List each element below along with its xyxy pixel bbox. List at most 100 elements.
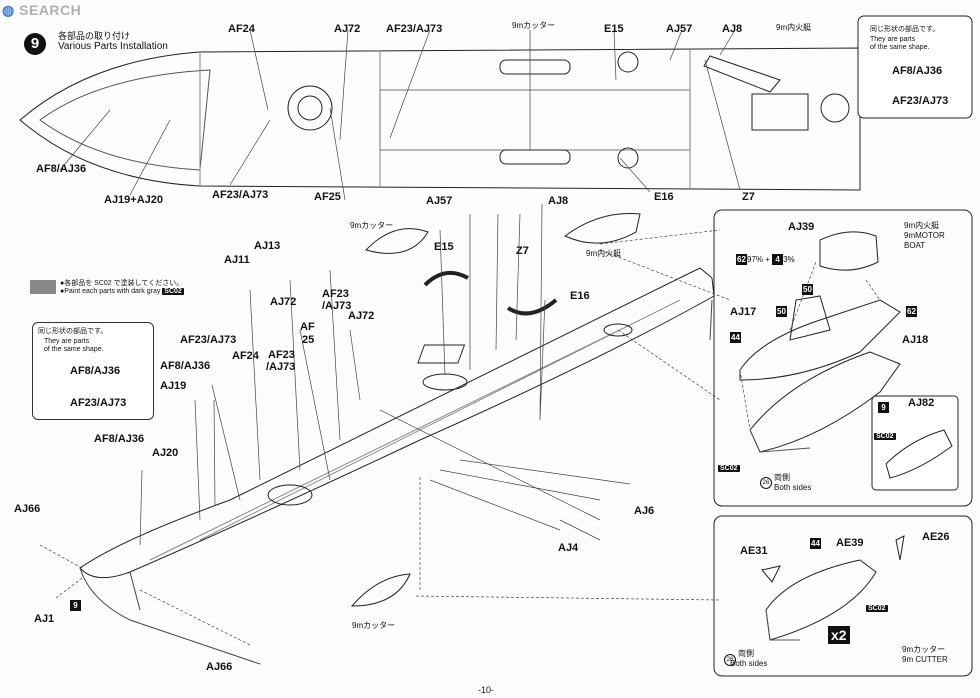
- page-number: -10-: [478, 685, 495, 695]
- cutter-26: 26: [724, 654, 736, 666]
- step-number-badge: 9: [24, 33, 46, 55]
- label-e16: E16: [570, 290, 590, 302]
- label-aj66-b: AJ66: [206, 661, 233, 673]
- same-shape-item-2: AF23/AJ73: [892, 95, 949, 107]
- boat-name-en1: 9mMOTOR: [904, 231, 945, 240]
- paint-note-jp: ●各部品を SC02 で塗装してください。: [60, 280, 184, 287]
- cutter-sc02: SC02: [866, 605, 888, 612]
- boat-9: 9: [878, 402, 889, 413]
- same-shape-en1: They are parts: [870, 36, 916, 43]
- boat-both-jp: 両側: [774, 473, 790, 482]
- label-boat-top: 9m内火艇: [776, 23, 812, 32]
- mix-b: 4: [772, 254, 784, 265]
- cutter-name-en: 9m CUTTER: [902, 655, 948, 664]
- dark-gray-swatch: [30, 280, 56, 294]
- left-same-en2: of the same shape.: [44, 346, 104, 353]
- label-af8aj36: AF8/AJ36: [94, 433, 145, 445]
- label-aj82: AJ82: [908, 397, 935, 409]
- label-af8aj36-left: AF8/AJ36: [160, 360, 211, 372]
- label-aj6: AJ6: [634, 505, 655, 517]
- left-same-jp: 同じ形状の部品です。: [38, 328, 108, 335]
- label-ae39: AE39: [836, 537, 864, 549]
- label-af25-top: AF25: [314, 191, 341, 203]
- paint-note-code: SC02: [162, 288, 184, 295]
- same-shape-item-1: AF8/AJ36: [892, 65, 943, 77]
- label-aj72-top: AJ72: [334, 23, 361, 35]
- label-62: 62: [906, 306, 917, 317]
- label-e15: E15: [434, 241, 454, 253]
- label-ae26: AE26: [922, 531, 950, 543]
- label-aj1: AJ1: [34, 613, 55, 625]
- cutter-44: 44: [810, 538, 821, 549]
- label-af24-top: AF24: [228, 23, 255, 35]
- label-af24: AF24: [232, 350, 259, 362]
- left-same-shape-box: [32, 322, 154, 420]
- label-af8aj36-top: AF8/AJ36: [36, 163, 87, 175]
- step-title-en: Various Parts Installation: [58, 41, 168, 52]
- left-same-en1: They are parts: [44, 338, 90, 345]
- label-9: 9: [70, 600, 81, 611]
- label-aj19aj20-top: AJ19+AJ20: [104, 194, 164, 206]
- label-aj20: AJ20: [152, 447, 179, 459]
- label-50a: 50: [776, 306, 787, 317]
- label-af23aj73-top-b: AF23/AJ73: [212, 189, 269, 201]
- boat-sc02: SC02: [718, 465, 740, 472]
- label-aj13: AJ13: [254, 240, 281, 252]
- label-ae31: AE31: [740, 545, 768, 557]
- magnifier-icon: ◍: [2, 2, 15, 18]
- label-aj17: AJ17: [730, 306, 757, 318]
- label-af23aj73-left: AF23/AJ73: [180, 334, 237, 346]
- step-title-jp: 各部品の取り付け: [58, 31, 131, 41]
- label-af23aj73-top: AF23/AJ73: [386, 23, 443, 35]
- label-aj57: AJ57: [426, 195, 453, 207]
- boat-sc02-b: SC02: [874, 433, 896, 440]
- label-e15-top: E15: [604, 23, 624, 35]
- label-cutter: 9mカッター: [350, 221, 394, 230]
- cutter-both-en: Both sides: [730, 659, 768, 668]
- watermark: ◍ SEARCH: [2, 2, 81, 19]
- label-aj73: /AJ73: [322, 300, 352, 312]
- label-aj11: AJ11: [224, 254, 250, 266]
- label-aj72: AJ72: [270, 296, 297, 308]
- label-44: 44: [730, 332, 741, 343]
- label-z7: Z7: [516, 245, 529, 257]
- label-aj19: AJ19: [160, 380, 187, 392]
- label-25: 25: [302, 334, 315, 346]
- cutter-x2: x2: [828, 626, 850, 644]
- label-aj18: AJ18: [902, 334, 929, 346]
- label-aj72-b: AJ72: [348, 310, 375, 322]
- label-z7-top: Z7: [742, 191, 755, 203]
- label-aj66: AJ66: [14, 503, 41, 515]
- same-shape-jp: 同じ形状の部品です。: [870, 26, 940, 33]
- left-same-item-2: AF23/AJ73: [70, 397, 127, 409]
- boat-both-en: Both sides: [774, 483, 812, 492]
- mix-text: 97% +: [747, 255, 773, 264]
- label-aj4: AJ4: [558, 542, 579, 554]
- label-af23-b: AF23: [268, 349, 295, 361]
- mix-text2: 3%: [783, 255, 795, 264]
- label-af23: AF23: [322, 288, 349, 300]
- boat-26: 26: [760, 477, 772, 489]
- hull-outline: [79, 267, 715, 579]
- label-af: AF: [300, 321, 315, 333]
- left-same-item-1: AF8/AJ36: [70, 365, 121, 377]
- label-aj57-top: AJ57: [666, 23, 693, 35]
- label-aj73-b: /AJ73: [266, 361, 296, 373]
- label-aj8: AJ8: [548, 195, 569, 207]
- cutter-name-jp: 9mカッター: [902, 645, 946, 654]
- label-aj8-top: AJ8: [722, 23, 743, 35]
- cutter-both-jp: 両側: [738, 649, 754, 658]
- label-50b: 50: [802, 284, 813, 295]
- label-e16-top: E16: [654, 191, 674, 203]
- watermark-text: SEARCH: [19, 2, 82, 18]
- label-aj39: AJ39: [788, 221, 815, 233]
- label-cutter-top: 9mカッター: [512, 21, 556, 30]
- boat-name-jp: 9m内火艇: [904, 221, 940, 230]
- paint-note-en-text: ●Paint each parts with dark gray: [60, 288, 161, 295]
- paint-note-en: ●Paint each parts with dark gray SC02: [60, 288, 184, 295]
- label-boat: 9m内火艇: [586, 249, 622, 258]
- boat-name-en2: BOAT: [904, 241, 926, 250]
